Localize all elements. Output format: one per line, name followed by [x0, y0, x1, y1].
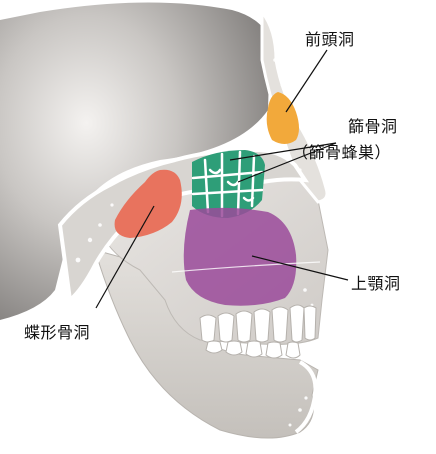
maxillary-sinus-label: 上顎洞	[351, 270, 401, 294]
ethmoid-sinus-label: 篩骨洞	[348, 113, 398, 137]
frontal-sinus-label: 前頭洞	[305, 26, 355, 50]
ethmoid-sinus	[192, 150, 265, 218]
leader-frontal	[286, 50, 327, 112]
sphenoid-sinus-label: 蝶形骨洞	[24, 319, 90, 343]
maxillary-sinus	[184, 208, 297, 306]
ethmoid-sinus-alt-label: （篩骨蜂巣）	[292, 139, 391, 163]
